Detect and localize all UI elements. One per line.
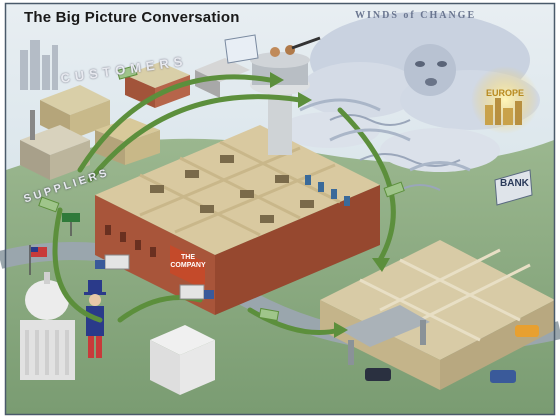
- capitol-building: [20, 272, 75, 380]
- arrow-heads: [270, 72, 390, 338]
- wind-streams: [299, 98, 471, 172]
- poster-border: [4, 2, 556, 416]
- cars: [365, 325, 539, 383]
- road-sign: [62, 213, 80, 236]
- europe-label: EUROPE: [486, 88, 525, 98]
- company-sign-label: THE COMPANY: [170, 254, 206, 269]
- company-building: [95, 125, 380, 315]
- bank-building: [320, 169, 555, 390]
- us-flag: [29, 245, 47, 275]
- poster-title: The Big Picture Conversation: [24, 9, 240, 26]
- bank-sign-label: BANK: [500, 178, 529, 189]
- money-bills: [38, 65, 405, 322]
- local-government-building: [150, 325, 215, 395]
- delivery-trucks: [95, 254, 214, 300]
- billboard: [224, 34, 259, 64]
- city-skyline: [20, 40, 58, 90]
- winds-of-change-label: WINDS of CHANGE: [355, 10, 477, 21]
- europe-skyline: [485, 98, 522, 125]
- suppliers-factories: [20, 110, 160, 180]
